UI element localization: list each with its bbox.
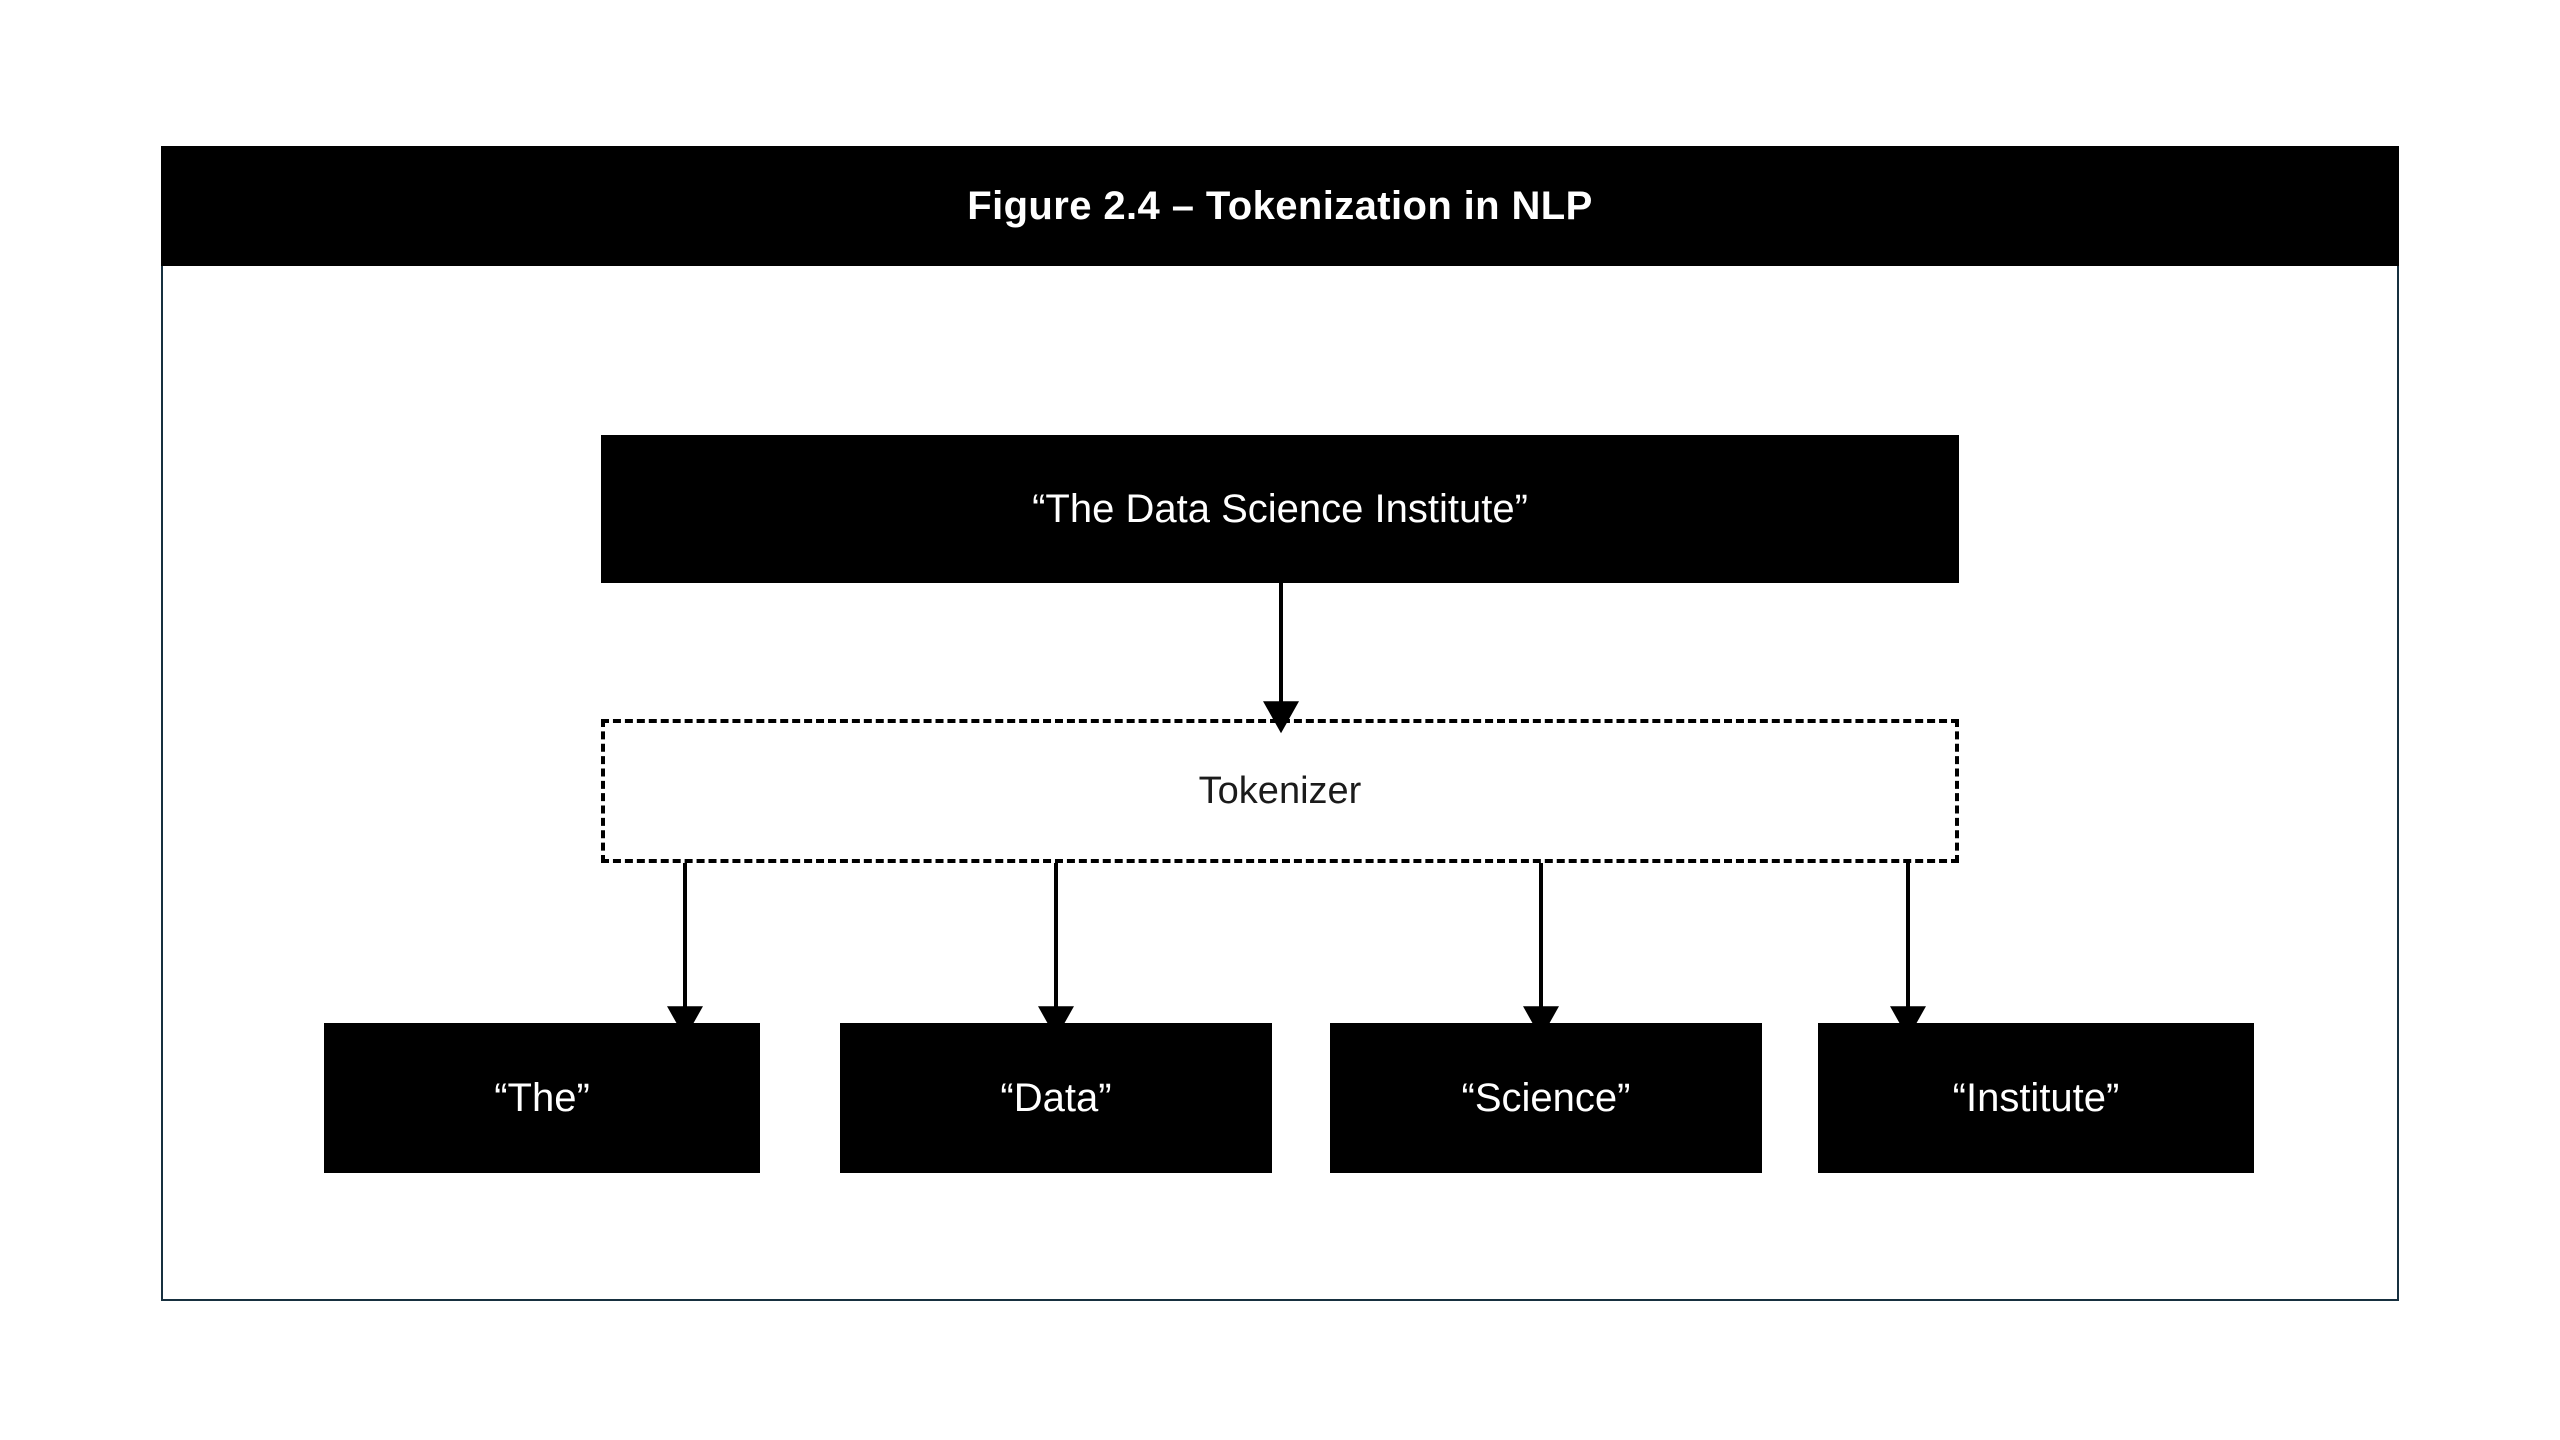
token-node-institute: “Institute” <box>1818 1023 2254 1173</box>
tokenizer-label: Tokenizer <box>1198 770 1362 812</box>
figure-title-bar: Figure 2.4 – Tokenization in NLP <box>161 146 2399 266</box>
token-node-the: “The” <box>324 1023 760 1173</box>
token-label-science: “Science” <box>1461 1076 1631 1120</box>
token-label-institute: “Institute” <box>1952 1076 2120 1120</box>
input-sentence-node: “The Data Science Institute” <box>601 435 1959 583</box>
diagram-canvas: “The Data Science Institute” Tokenizer “… <box>163 266 2397 1299</box>
token-node-data: “Data” <box>840 1023 1272 1173</box>
tokenizer-node: Tokenizer <box>601 719 1959 863</box>
token-label-data: “Data” <box>1000 1076 1112 1120</box>
figure-title: Figure 2.4 – Tokenization in NLP <box>967 183 1593 228</box>
token-label-the: “The” <box>494 1076 590 1120</box>
token-node-science: “Science” <box>1330 1023 1762 1173</box>
input-sentence-label: “The Data Science Institute” <box>1032 487 1528 531</box>
